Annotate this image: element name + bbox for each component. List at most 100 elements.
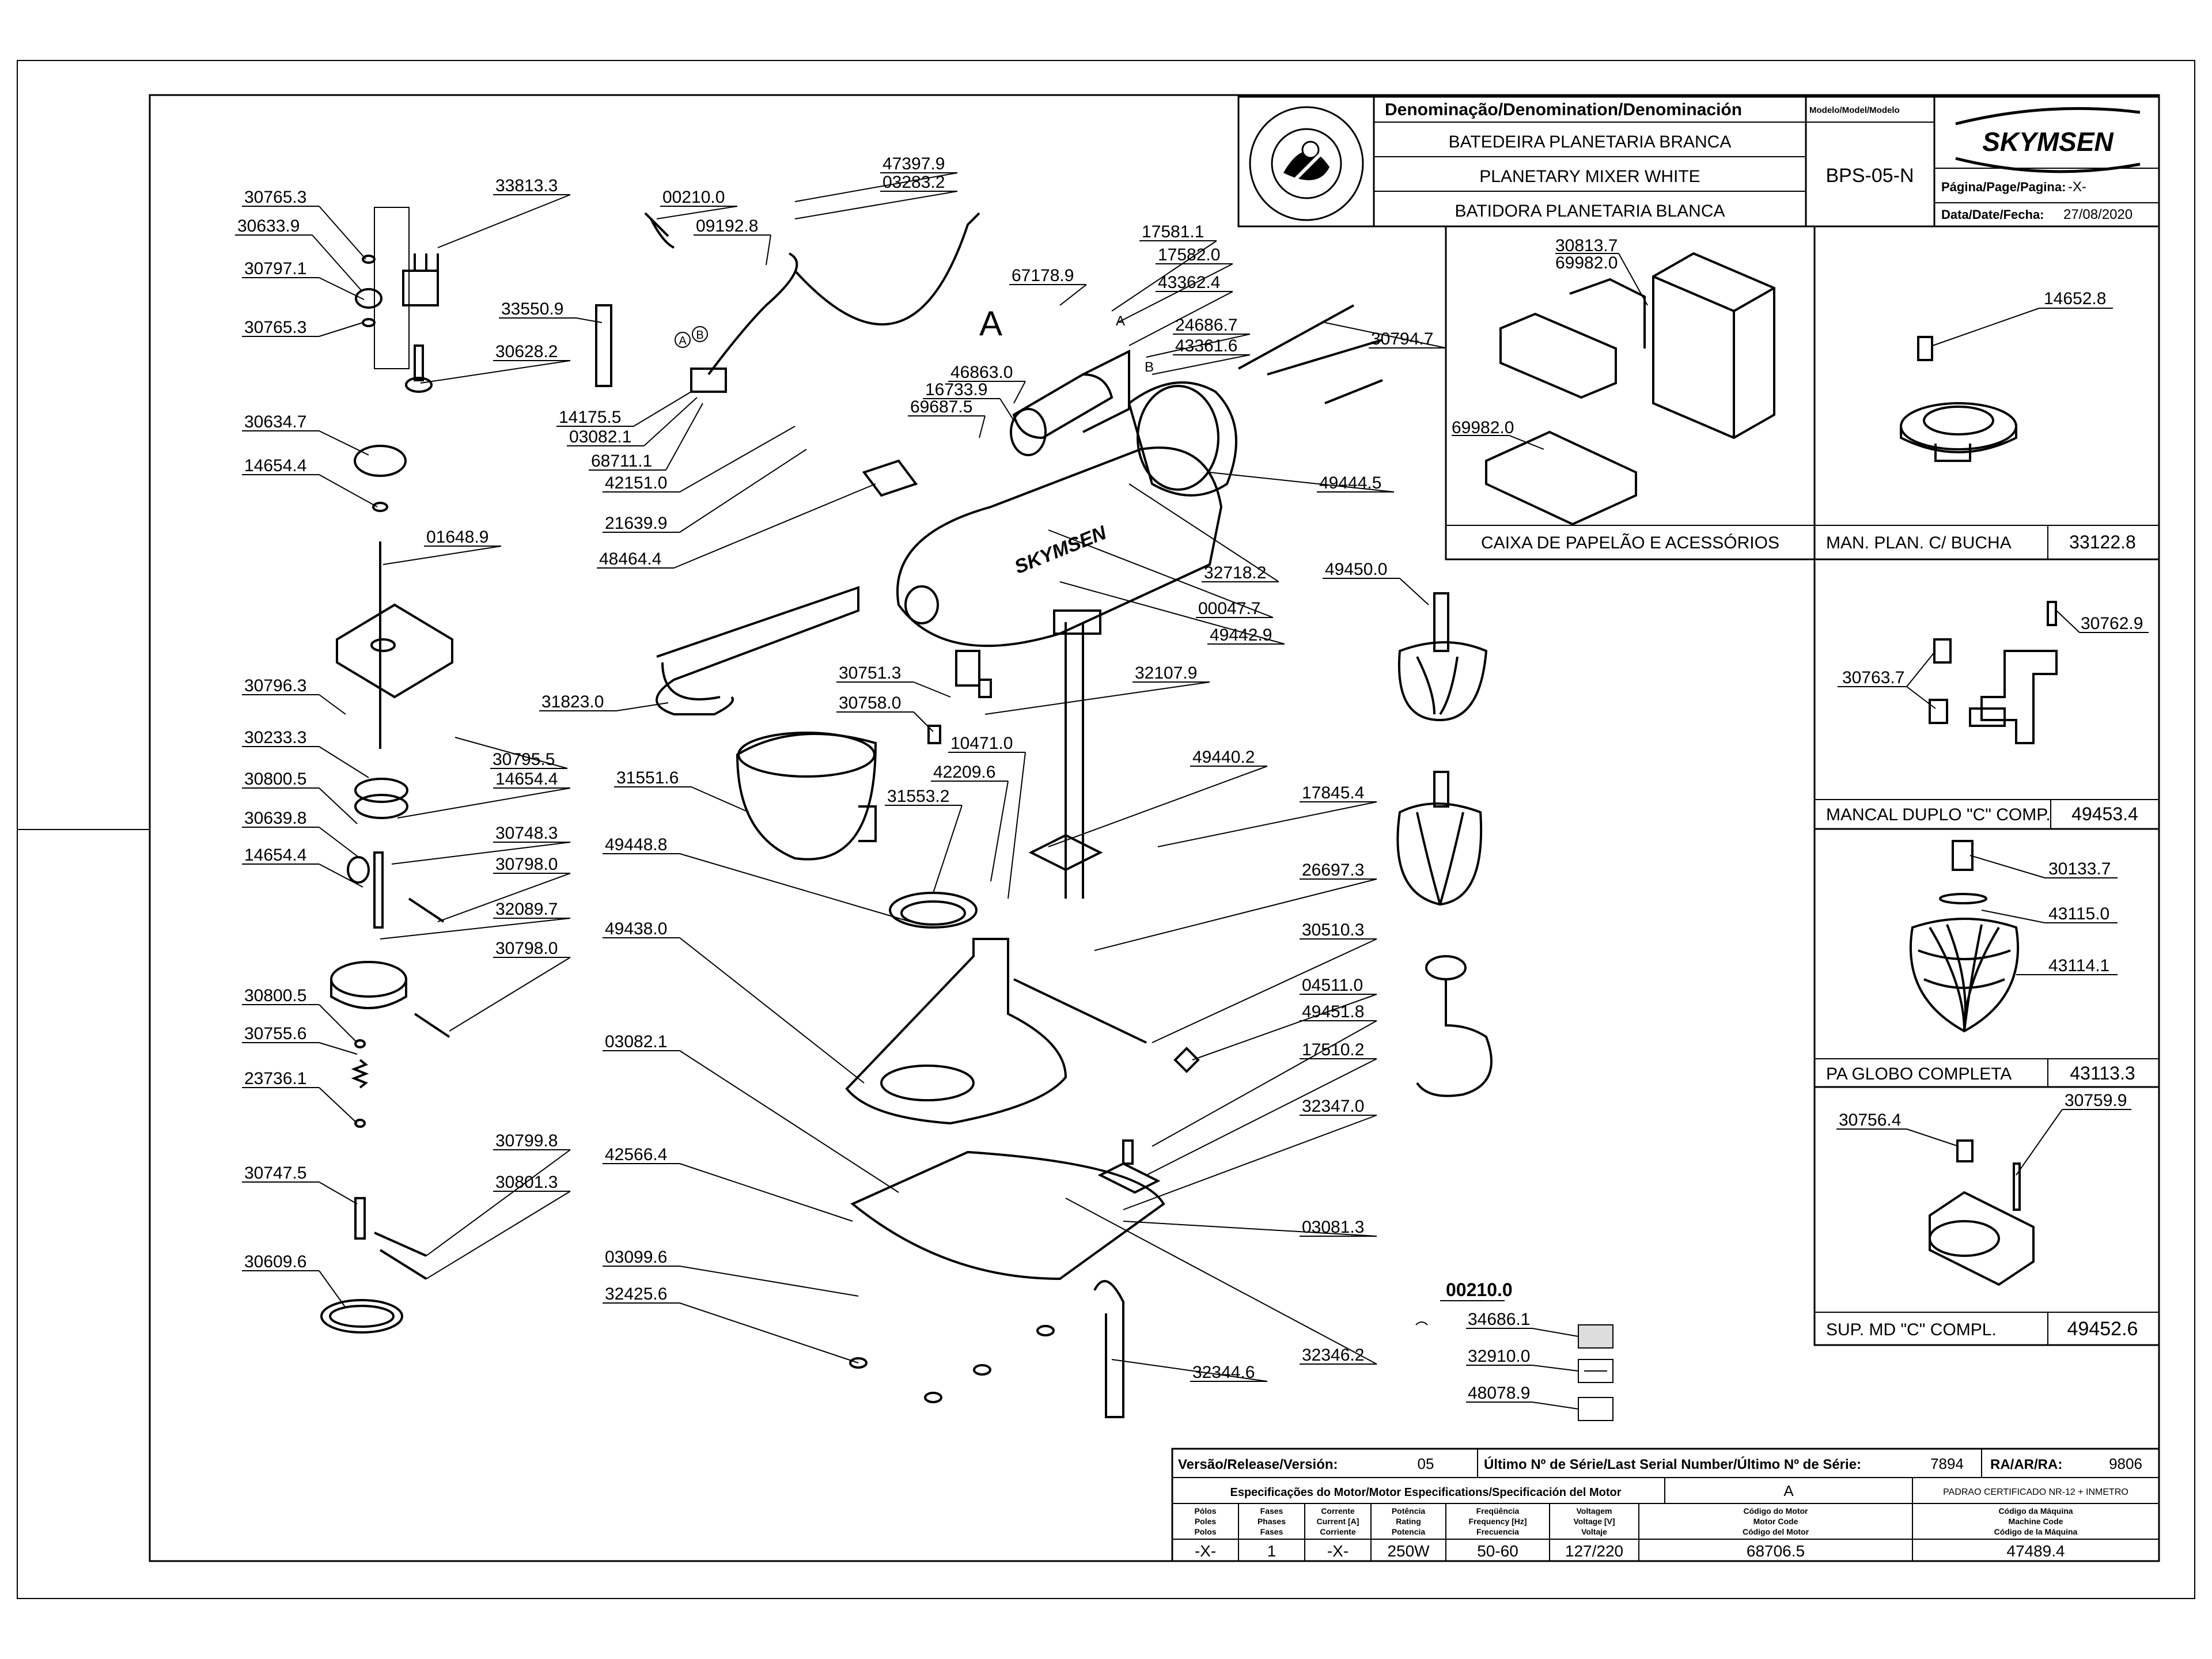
part-number-label: 32089.7 <box>495 900 558 919</box>
leader-line <box>794 172 958 202</box>
beaters-sketch <box>1396 592 1493 1097</box>
leader-line <box>679 1266 859 1297</box>
leader-line <box>633 391 692 427</box>
part-number-label: 43361.6 <box>1175 336 1237 355</box>
leader-line <box>933 805 963 893</box>
spec-col-header: Potência <box>1392 1506 1426 1516</box>
spec-col-header: Pólos <box>1194 1506 1216 1516</box>
part-number-label: 14654.4 <box>244 846 306 865</box>
spec-col-header: Potencia <box>1392 1527 1426 1536</box>
part-number-label: 46863.0 <box>950 363 1013 382</box>
leader-line <box>1123 1221 1377 1237</box>
release-table: PólosPolesPolos-X-FasesPhasesFases1Corre… <box>1171 1448 2160 1562</box>
part-number-label: 30796.3 <box>244 676 306 695</box>
leader-line <box>426 1149 571 1256</box>
spec-value: -X- <box>1195 1542 1216 1560</box>
callout-b-small: B <box>1145 359 1154 375</box>
part-number-label: 42209.6 <box>933 763 995 782</box>
model-header: Modelo/Model/Modelo <box>1809 105 1900 115</box>
leader-line <box>1152 354 1251 375</box>
spec-col-header: Frequency [Hz] <box>1468 1517 1527 1526</box>
part-number-label: 30639.8 <box>244 809 306 828</box>
name-es: BATIDORA PLANETARIA BLANCA <box>1455 202 1725 221</box>
leader-line <box>679 1302 859 1363</box>
leader-line <box>426 1191 571 1279</box>
part-label: 14652.8 <box>2044 289 2106 308</box>
leader-line <box>679 1163 853 1222</box>
spec-col-header: Motor Code <box>1753 1517 1798 1526</box>
part-number-label: 30765.3 <box>244 188 306 207</box>
brand-text: SKYMSEN <box>1982 127 2113 157</box>
leader-line <box>990 781 1009 882</box>
leader-line <box>1048 529 1274 618</box>
part-number-label: 32107.9 <box>1135 664 1197 683</box>
leader-line <box>382 546 502 565</box>
part-label: 69982.0 <box>1555 253 1618 272</box>
leader-line <box>1059 581 1285 645</box>
mancal-code: 49453.4 <box>2071 804 2138 824</box>
leader-line <box>1111 1359 1268 1382</box>
part-number-label: 17510.2 <box>1302 1040 1364 1059</box>
decals-group: 00210.0 34686.1 32910.0 48078.9 <box>1415 1279 1613 1421</box>
part-number-label: 43362.4 <box>1158 273 1220 292</box>
leader-line <box>913 711 934 732</box>
part-number-label: 01648.9 <box>426 528 488 547</box>
leader-line <box>1146 334 1251 358</box>
name-pt: BATEDEIRA PLANETARIA BRANCA <box>1449 132 1732 151</box>
decals-header: 00210.0 <box>1446 1279 1513 1300</box>
leader-line <box>319 474 378 507</box>
part-number-label: 49450.0 <box>1325 560 1387 579</box>
leader-line <box>1152 1020 1377 1147</box>
leader-line <box>1128 291 1233 346</box>
leader-line <box>420 360 571 384</box>
part-number-label: 32346.2 <box>1302 1346 1364 1365</box>
leader-line <box>679 426 796 493</box>
part-number-label: 03082.1 <box>569 427 631 446</box>
leader-line <box>766 234 771 266</box>
part-number-label: 24686.7 <box>1175 316 1237 335</box>
man-plan-code: 33122.8 <box>2069 532 2136 552</box>
leader-line <box>312 234 362 291</box>
spec-col-header: Fases <box>1260 1506 1283 1516</box>
part-label: 30133.7 <box>2048 859 2111 878</box>
part-number-label: 30510.3 <box>1302 921 1364 940</box>
part-number-label: 30758.0 <box>839 694 901 713</box>
leader-line <box>1152 938 1377 1043</box>
version-value: 05 <box>1418 1455 1434 1472</box>
leader-line <box>1209 472 1395 493</box>
part-number-label: 42566.4 <box>605 1145 667 1164</box>
certification: PADRAO CERTIFICADO NR-12 + INMETRO <box>1943 1487 2128 1497</box>
man-plan-caption: MAN. PLAN. C/ BUCHA <box>1826 533 2012 552</box>
spec-col-header: Poles <box>1195 1517 1217 1526</box>
leader-line <box>319 1087 358 1124</box>
part-number-label: 31553.2 <box>887 787 949 806</box>
skymsen-logo: SKYMSEN <box>1955 107 2141 173</box>
date-value: 27/08/2020 <box>2063 207 2133 222</box>
part-label: 30813.7 <box>1555 236 1618 255</box>
page-label: Página/Page/Pagina: <box>1941 180 2066 194</box>
part-number-label: 23736.1 <box>244 1069 306 1088</box>
leader-line <box>437 194 571 248</box>
spec-col-header: Machine Code <box>2009 1517 2063 1526</box>
part-number-label: 49451.8 <box>1302 1002 1364 1021</box>
part-number-label: 31823.0 <box>541 692 604 711</box>
part-number-label: 09192.8 <box>696 217 758 236</box>
part-number-label: 03283.2 <box>882 173 945 192</box>
part-number-label: 48464.4 <box>599 550 661 569</box>
leader-line <box>691 786 749 813</box>
part-number-label: 30765.3 <box>244 318 306 337</box>
leader-line <box>437 873 571 922</box>
part-number-label: 17581.1 <box>1142 222 1204 241</box>
spec-col-header: Voltaje <box>1581 1527 1607 1536</box>
part-number-label: 30748.3 <box>495 824 558 843</box>
leader-line <box>319 277 365 300</box>
part-number-label: 32425.6 <box>605 1285 667 1304</box>
leader-line <box>1013 381 1026 404</box>
spec-col-header: Fases <box>1260 1527 1283 1536</box>
motor-brand: SKYMSEN <box>1012 521 1110 578</box>
leader-line <box>1146 1058 1377 1176</box>
leader-line <box>643 397 698 446</box>
part-number-label: 17845.4 <box>1302 783 1364 802</box>
part-number-label: 30634.7 <box>244 412 306 431</box>
part-number-label: 00210.0 <box>662 188 725 207</box>
